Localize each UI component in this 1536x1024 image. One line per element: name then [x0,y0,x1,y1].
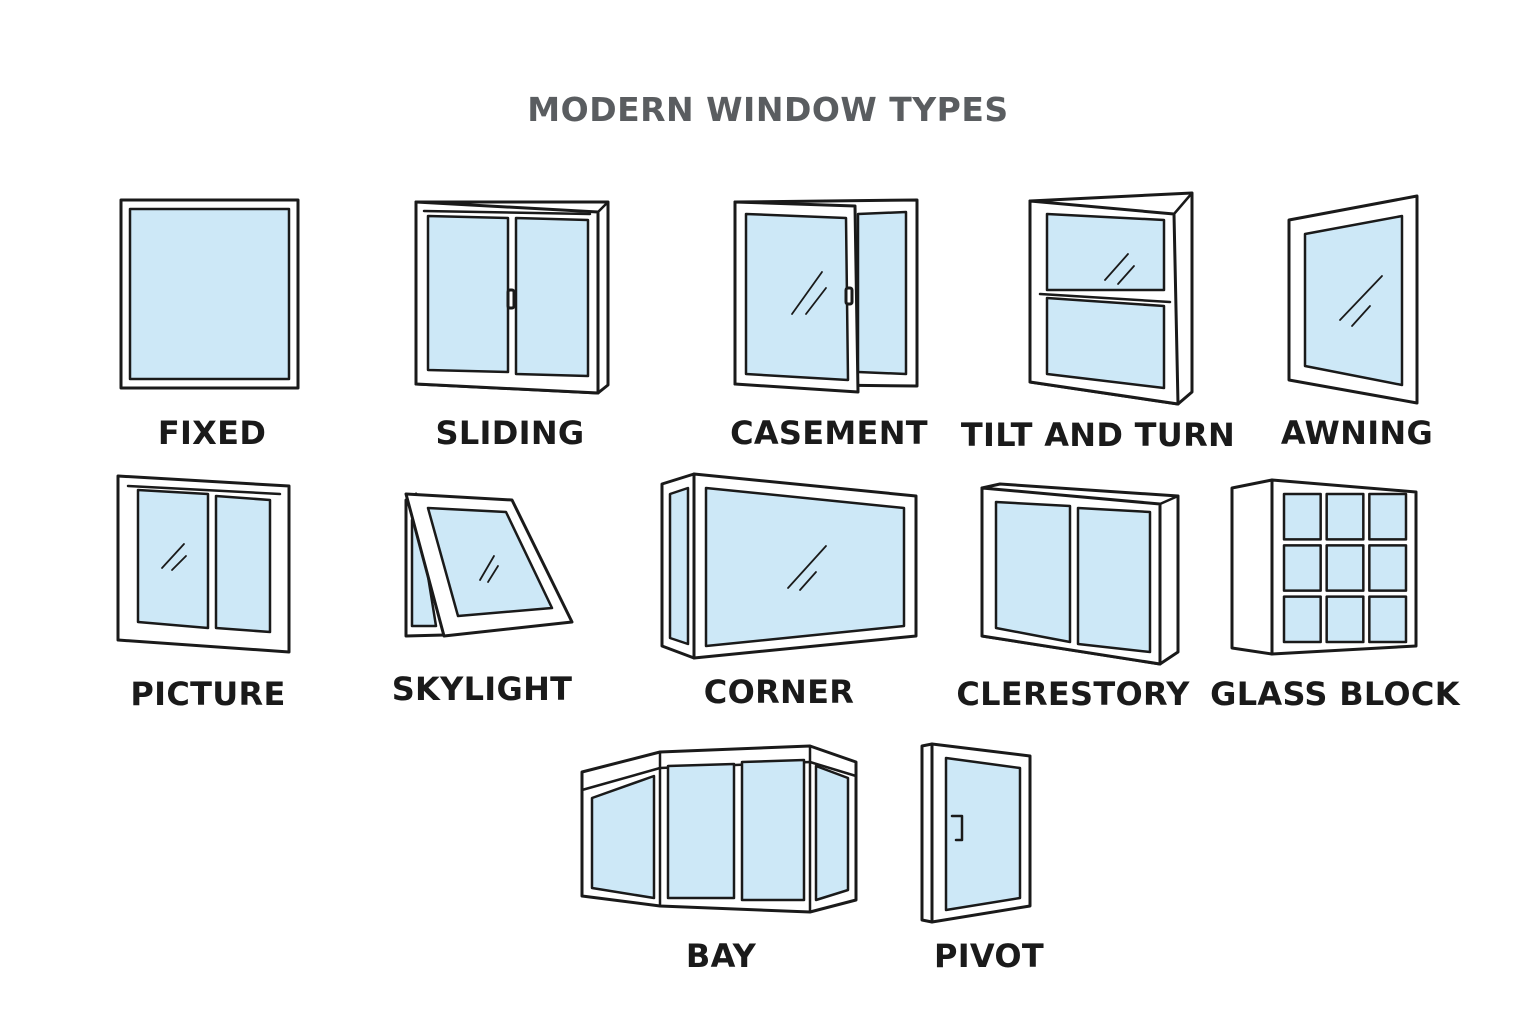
label-skylight: SKYLIGHT [391,670,573,708]
glass-block-cell [1368,492,1408,541]
label-picture: PICTURE [130,675,286,713]
glass-block-cell [1325,544,1365,592]
page-title: MODERN WINDOW TYPES [527,90,1009,129]
label-fixed: FIXED [157,414,267,452]
glass-block-cell [1282,492,1322,541]
label-bay: BAY [685,937,757,975]
label-clerestory: CLERESTORY [956,675,1190,713]
label-pivot: PIVOT [933,937,1045,975]
glass-block-cell [1282,595,1322,644]
label-casement: CASEMENT [730,414,928,452]
glass-block-cell [1325,492,1365,541]
label-glass-block: GLASS BLOCK [1210,675,1460,713]
label-awning: AWNING [1280,414,1434,452]
glass-block-cell [1282,544,1322,592]
label-tilt-and-turn: TILT AND TURN [960,416,1236,454]
glass-block-cell [1368,595,1408,644]
label-sliding: SLIDING [435,414,585,452]
glass-block-cell [1368,544,1408,592]
label-corner: CORNER [703,673,855,711]
glass-block-cell [1325,595,1365,644]
